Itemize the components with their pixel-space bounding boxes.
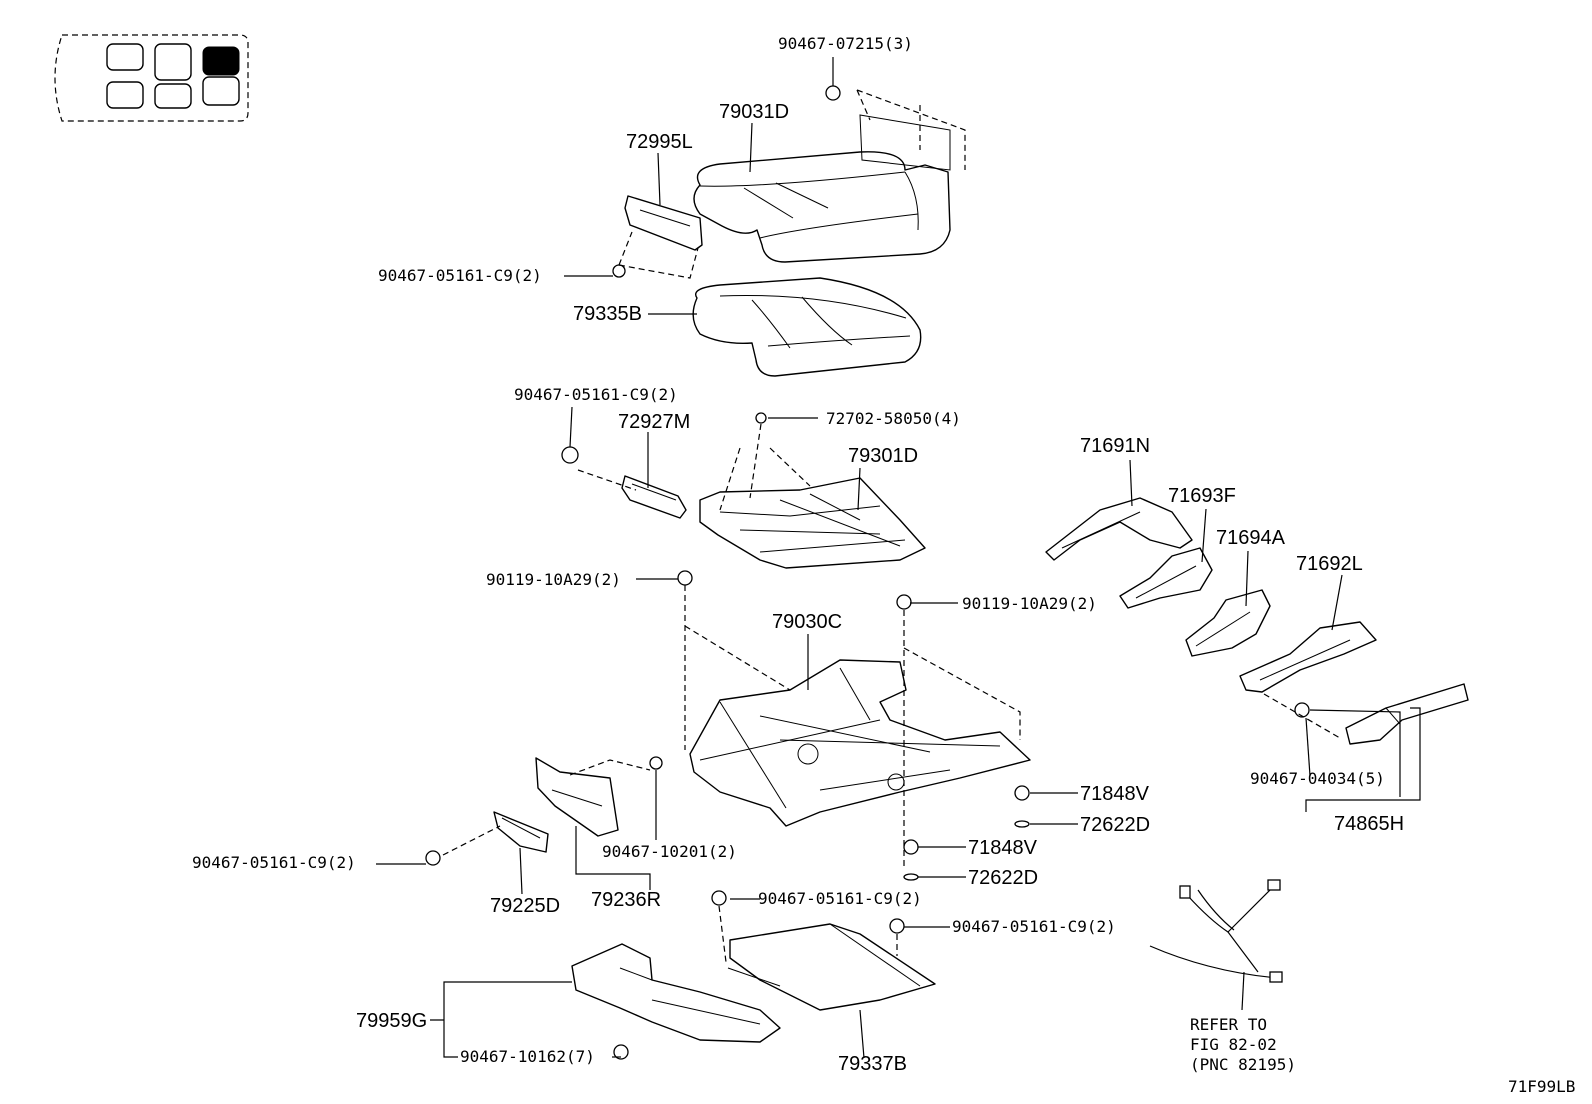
seat-cushion-cover bbox=[693, 114, 951, 263]
cushion-side-cover bbox=[624, 195, 703, 251]
callout-90467-07215: 90467-07215(3) bbox=[778, 34, 913, 53]
seat-locator-icon bbox=[54, 34, 249, 122]
callout-79337B: 79337B bbox=[838, 1053, 907, 1075]
fastener-icons bbox=[425, 85, 1310, 1060]
callout-90467-05161-c: 90467-05161-C9(2) bbox=[192, 853, 356, 872]
callout-72995L: 72995L bbox=[626, 131, 693, 153]
callout-71848V-b: 71848V bbox=[968, 837, 1038, 859]
part-callouts: 90467-07215(3) 79031D 72995L 90467-05161… bbox=[192, 34, 1575, 1096]
seat-frame bbox=[689, 659, 1031, 827]
callout-79959G: 79959G bbox=[356, 1010, 427, 1032]
under-cover-left bbox=[571, 943, 781, 1043]
rail-cover-panels bbox=[1045, 497, 1377, 693]
callout-72702-58050: 72702-58050(4) bbox=[826, 409, 961, 428]
wire-harness bbox=[1149, 879, 1283, 983]
alignment-lines bbox=[442, 89, 1341, 963]
side-bracket bbox=[535, 757, 619, 837]
callout-90467-10162: 90467-10162(7) bbox=[460, 1047, 595, 1066]
callout-79031D: 79031D bbox=[719, 101, 789, 123]
callout-71848V-a: 71848V bbox=[1080, 783, 1150, 805]
callout-90467-10201: 90467-10201(2) bbox=[602, 842, 737, 861]
callout-71694A: 71694A bbox=[1216, 527, 1286, 549]
callout-79225D: 79225D bbox=[490, 895, 560, 917]
diagram-code: 71F99LB bbox=[1508, 1077, 1575, 1096]
callout-74865H: 74865H bbox=[1334, 813, 1404, 835]
reference-note-line-1: REFER TO bbox=[1190, 1015, 1267, 1034]
callout-79236R: 79236R bbox=[591, 889, 661, 911]
callout-90467-05161-d: 90467-05161-C9(2) bbox=[758, 889, 922, 908]
leader-lines bbox=[376, 57, 1421, 1059]
callout-71691N: 71691N bbox=[1080, 435, 1150, 457]
callout-90119-10A29-a: 90119-10A29(2) bbox=[486, 570, 621, 589]
callout-90119-10A29-b: 90119-10A29(2) bbox=[962, 594, 1097, 613]
callout-90467-05161-b: 90467-05161-C9(2) bbox=[514, 385, 678, 404]
rail-end-cover bbox=[1345, 683, 1469, 745]
callout-72622D-a: 72622D bbox=[1080, 814, 1150, 836]
lower-cover bbox=[493, 811, 549, 853]
callout-72927M: 72927M bbox=[618, 411, 690, 433]
callout-71693F: 71693F bbox=[1168, 485, 1236, 507]
reference-note-line-3: (PNC 82195) bbox=[1190, 1055, 1296, 1074]
callout-90467-04034: 90467-04034(5) bbox=[1250, 769, 1385, 788]
callout-90467-05161-e: 90467-05161-C9(2) bbox=[952, 917, 1116, 936]
adjuster-shield bbox=[621, 475, 687, 519]
callout-79301D: 79301D bbox=[848, 445, 918, 467]
under-cover-right bbox=[727, 923, 936, 1011]
callout-72622D-b: 72622D bbox=[968, 867, 1038, 889]
callout-79030C: 79030C bbox=[772, 611, 842, 633]
seat-cushion-frame bbox=[699, 477, 926, 569]
callout-79335B: 79335B bbox=[573, 303, 642, 325]
reference-note-line-2: FIG 82-02 bbox=[1190, 1035, 1277, 1054]
callout-90467-05161-a: 90467-05161-C9(2) bbox=[378, 266, 542, 285]
seat-cushion-pad bbox=[692, 277, 922, 377]
callout-71692L: 71692L bbox=[1296, 553, 1363, 575]
